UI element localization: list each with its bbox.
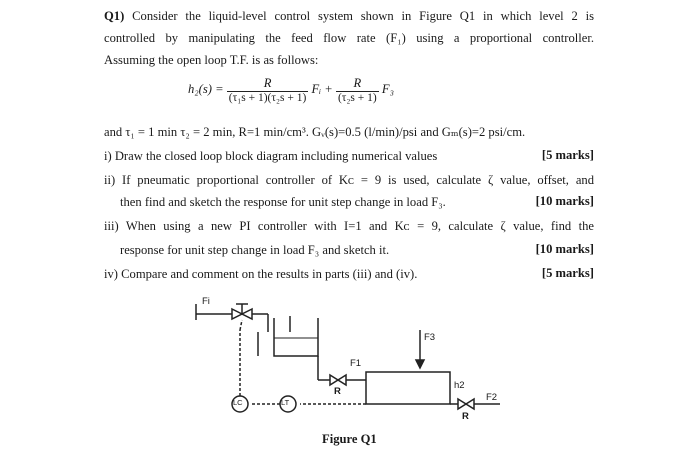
label-f2: F2 [486, 392, 498, 403]
label-lt: LT [281, 398, 290, 407]
resistance-valve-1-left [329, 373, 340, 387]
part-iii-marks: [10 marks] [535, 242, 594, 256]
label-r1: R [334, 386, 341, 397]
part-i: i) Draw the closed loop block diagram in… [104, 149, 438, 163]
part-ii-marks: [10 marks] [535, 194, 594, 208]
equation-fraction-2: R (τ₂s + 1) [335, 76, 379, 104]
label-lc: LC [233, 398, 243, 407]
resistance-valve-2-right [464, 397, 475, 411]
question-number: Q1) [104, 9, 125, 23]
part-iii-continued: response for unit step change in load F₃… [120, 243, 390, 257]
tank-2 [365, 371, 451, 405]
resistance-valve-1-right [336, 373, 347, 387]
part-iii: iii) When using a new PI controller with… [104, 219, 594, 233]
label-fi: Fi [202, 296, 210, 307]
question-line-1: Q1) Consider the liquid-level control sy… [104, 8, 594, 24]
part-i-marks: [5 marks] [541, 148, 594, 162]
question-line-2: controlled by manipulating the feed flow… [104, 31, 594, 45]
transfer-function-equation: h₂(s) = R (τ₁s + 1)(τ₂s + 1) Fᵢ + R (τ₂s… [188, 76, 394, 104]
label-r2: R [462, 411, 469, 422]
tank-1 [273, 318, 319, 357]
part-ii: ii) If pneumatic proportional controller… [104, 173, 594, 187]
label-h2: h2 [454, 380, 465, 391]
part-iv-marks: [5 marks] [541, 266, 594, 280]
fraction-2-denominator: (τ₂s + 1) [337, 92, 377, 104]
part-ii-continued: then find and sketch the response for un… [120, 195, 446, 209]
question-intro-1: Consider the liquid-level control system… [132, 9, 594, 23]
equation-term-1: Fᵢ + [311, 81, 333, 96]
figure-caption: Figure Q1 [322, 432, 377, 446]
resistance-valve-2-left [457, 397, 468, 411]
control-valve-left [231, 307, 244, 321]
equation-fraction-1: R (τ₁s + 1)(τ₂s + 1) [226, 76, 309, 104]
label-f1: F1 [350, 358, 362, 369]
control-valve-right [240, 307, 253, 321]
f3-arrow [414, 359, 426, 370]
parameters-line: and τ₁ = 1 min τ₂ = 2 min, R=1 min/cm³. … [104, 125, 526, 139]
fraction-2-numerator: R [335, 76, 379, 92]
fraction-1-denominator: (τ₁s + 1)(τ₂s + 1) [228, 92, 307, 104]
fraction-1-numerator: R [226, 76, 309, 92]
equation-lhs: h₂(s) = [188, 81, 224, 96]
part-iv: iv) Compare and comment on the results i… [104, 267, 418, 281]
control-signal-to-valve [239, 319, 243, 331]
question-line-3: Assuming the open loop T.F. is as follow… [104, 53, 319, 67]
label-f3: F3 [424, 332, 436, 343]
equation-term-2: F₃ [381, 81, 394, 96]
